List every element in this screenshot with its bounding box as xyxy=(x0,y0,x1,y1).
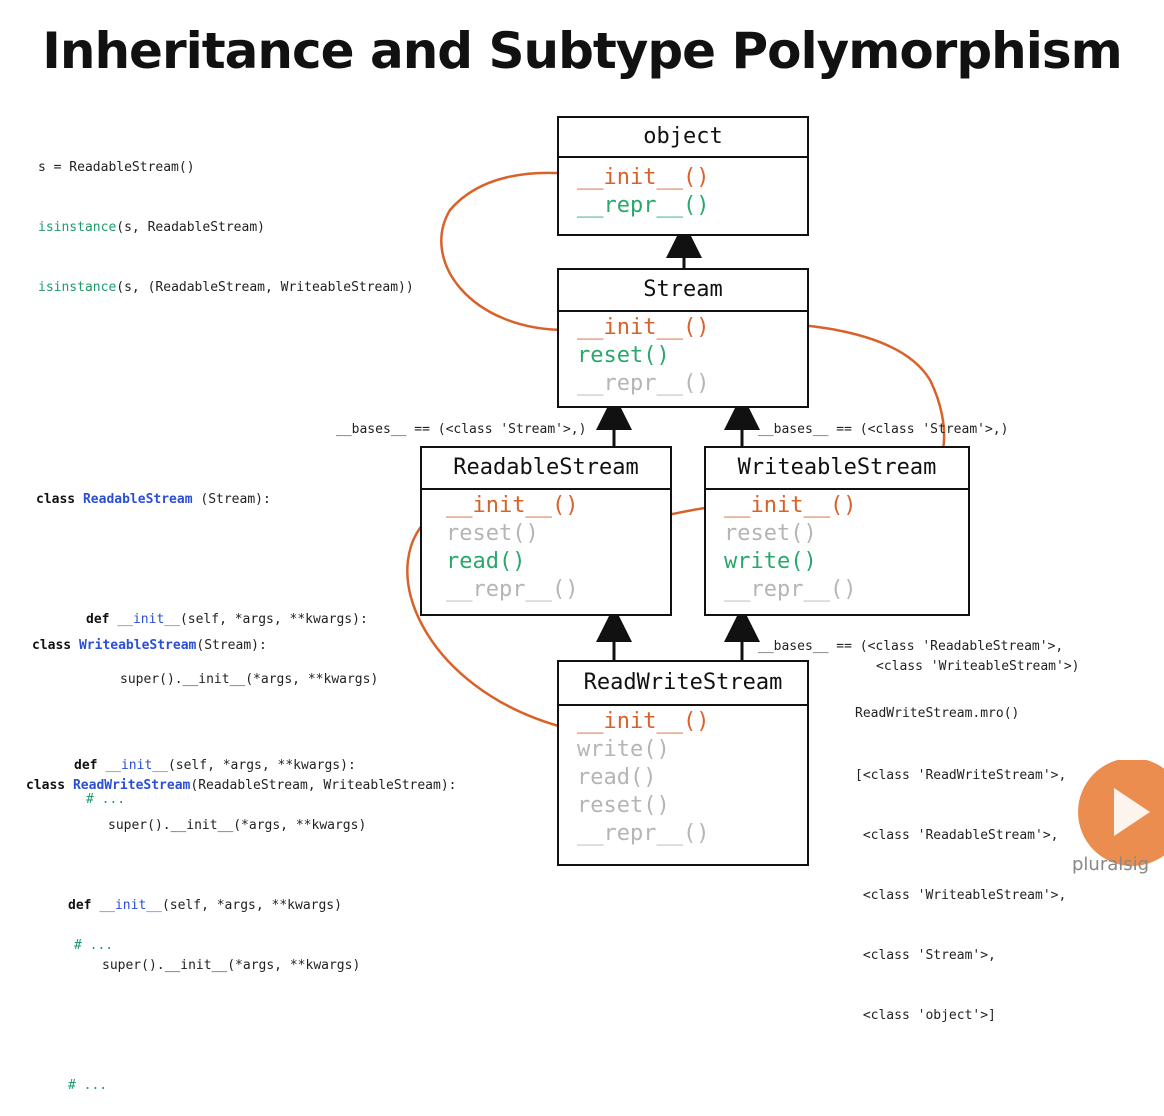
method-init: __init__() xyxy=(577,315,710,340)
super-call: super().__init__(*args, **kwargs) xyxy=(102,958,361,973)
mro-line: <class 'Stream'>, xyxy=(855,948,996,963)
mro-line: <class 'ReadableStream'>, xyxy=(855,828,1059,843)
def-keyword: def xyxy=(74,758,98,773)
top-code: s = ReadableStream() isinstance(s, Reada… xyxy=(38,118,414,318)
method-repr: __repr__() xyxy=(577,193,710,218)
code-line: s = ReadableStream() xyxy=(38,160,195,175)
method-reset: reset() xyxy=(577,343,670,368)
class-base: (Stream): xyxy=(200,492,271,507)
builtin-function: isinstance xyxy=(38,220,117,235)
method-read: read() xyxy=(446,549,526,574)
class-name: ReadWriteStream xyxy=(72,778,191,793)
class-box-writeable: WriteableStream __init__() reset() write… xyxy=(704,446,970,616)
method-repr: __repr__() xyxy=(577,371,710,396)
call-args: (s, (ReadableStream, WriteableStream)) xyxy=(116,280,414,295)
class-box-title: ReadWriteStream xyxy=(559,662,807,706)
class-name: WriteableStream xyxy=(78,638,197,653)
class-base: (Stream): xyxy=(196,638,267,653)
method-init: __init__() xyxy=(724,493,857,518)
slide-title: Inheritance and Subtype Polymorphism xyxy=(42,22,1122,80)
method-reset: reset() xyxy=(577,793,670,818)
def-args: (self, *args, **kwargs): xyxy=(167,758,356,773)
bases-note-writeable: __bases__ == (<class 'Stream'>,) xyxy=(758,422,1009,437)
mro-arrow xyxy=(440,173,572,332)
bases-note-readwrite-2: <class 'WriteableStream'>) xyxy=(876,659,1080,674)
class-keyword: class xyxy=(36,492,76,507)
pluralsight-logo: pluralsig xyxy=(1070,758,1164,879)
method-write: write() xyxy=(724,549,817,574)
mro-line: [<class 'ReadWriteStream'>, xyxy=(855,768,1067,783)
method-init: __init__() xyxy=(577,709,710,734)
class-box-title: WriteableStream xyxy=(706,448,968,490)
def-name: __init__ xyxy=(105,758,168,773)
class-keyword: class xyxy=(32,638,72,653)
readable-class-code: class ReadableStream (Stream): def __ini… xyxy=(36,450,378,830)
method-repr: __repr__() xyxy=(577,821,710,846)
def-args: (self, *args, **kwargs) xyxy=(161,898,342,913)
def-keyword: def xyxy=(68,898,92,913)
def-args: (self, *args, **kwargs): xyxy=(179,612,368,627)
logo-text: pluralsig xyxy=(1072,854,1149,875)
code-line: isinstance(s, (ReadableStream, Writeable… xyxy=(38,278,414,298)
mro-call: ReadWriteStream.mro() xyxy=(855,706,1020,721)
comment: # ... xyxy=(86,792,126,807)
mro-arrow xyxy=(406,512,567,730)
method-repr: __repr__() xyxy=(446,577,579,602)
class-name: ReadableStream xyxy=(82,492,193,507)
class-box-title: ReadableStream xyxy=(422,448,670,490)
builtin-function: isinstance xyxy=(38,280,117,295)
class-box-object: object __init__() __repr__() xyxy=(557,116,809,236)
def-name: __init__ xyxy=(117,612,180,627)
method-init: __init__() xyxy=(577,165,710,190)
class-base: (ReadableStream, WriteableStream): xyxy=(190,778,457,793)
def-keyword: def xyxy=(86,612,110,627)
super-call: super().__init__(*args, **kwargs) xyxy=(108,818,367,833)
method-read: read() xyxy=(577,765,657,790)
method-write: write() xyxy=(577,737,670,762)
class-box-stream: Stream __init__() reset() __repr__() xyxy=(557,268,809,408)
class-keyword: class xyxy=(26,778,66,793)
code-line: isinstance(s, ReadableStream) xyxy=(38,218,414,238)
writeable-class-code: class WriteableStream(Stream): def __ini… xyxy=(32,596,366,976)
class-box-title: object xyxy=(559,118,807,158)
comment: # ... xyxy=(68,1078,108,1093)
class-box-title: Stream xyxy=(559,270,807,312)
mro-line: <class 'object'>] xyxy=(855,1008,996,1023)
class-box-readable: ReadableStream __init__() reset() read()… xyxy=(420,446,672,616)
call-args: (s, ReadableStream) xyxy=(116,220,265,235)
play-icon: pluralsig xyxy=(1072,758,1164,875)
method-repr: __repr__() xyxy=(724,577,857,602)
class-box-readwrite: ReadWriteStream __init__() write() read(… xyxy=(557,660,809,866)
super-call: super().__init__(*args, **kwargs) xyxy=(120,672,379,687)
method-reset: reset() xyxy=(724,521,817,546)
bases-note-readwrite-1: __bases__ == (<class 'ReadableStream'>, xyxy=(758,639,1064,654)
def-name: __init__ xyxy=(99,898,162,913)
bases-note-readable: __bases__ == (<class 'Stream'>,) xyxy=(336,422,587,437)
mro-output: [<class 'ReadWriteStream'>, <class 'Read… xyxy=(855,726,1066,1046)
mro-line: <class 'WriteableStream'>, xyxy=(855,888,1067,903)
method-init: __init__() xyxy=(446,493,579,518)
method-reset: reset() xyxy=(446,521,539,546)
